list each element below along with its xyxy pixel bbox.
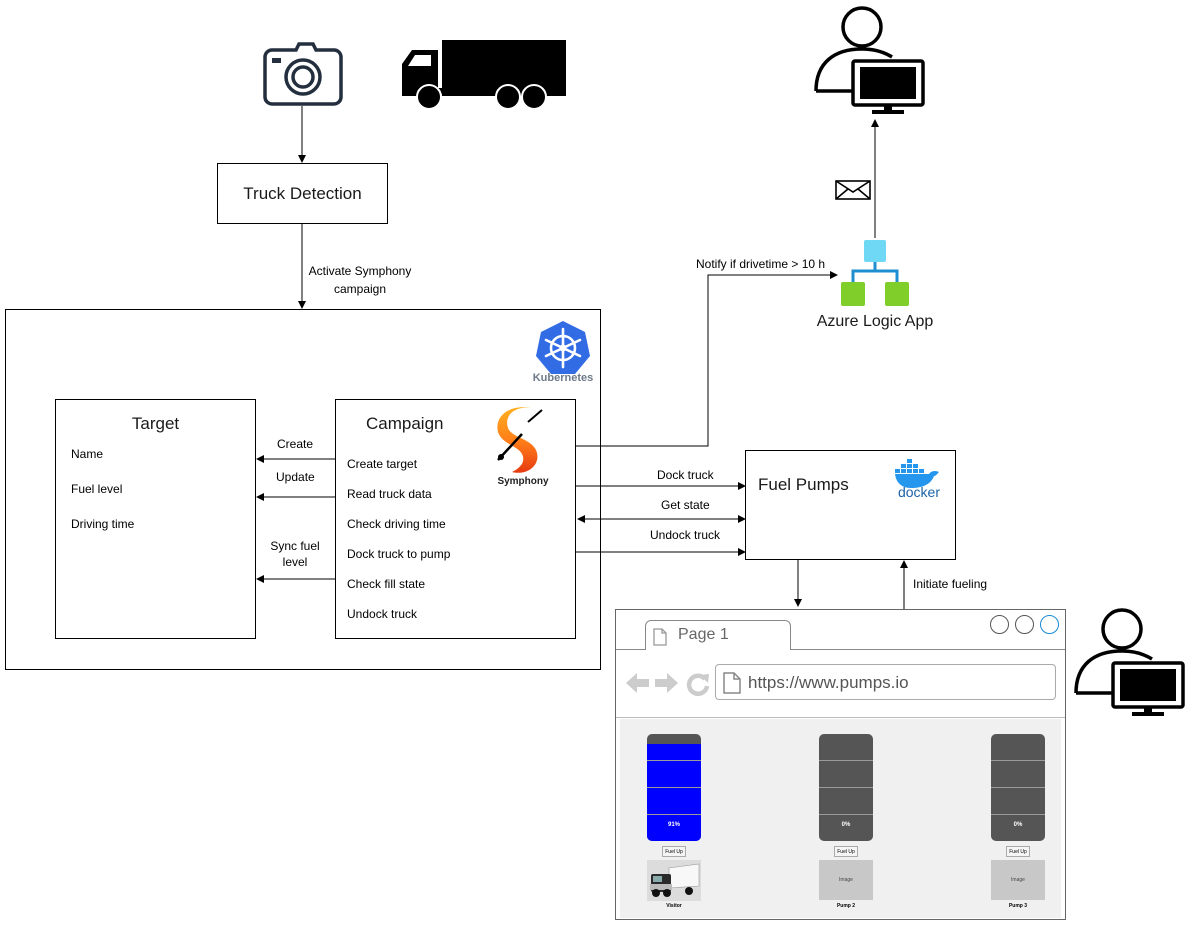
get-state-label: Get state xyxy=(661,498,710,512)
fuel-up-button[interactable]: Fuel Up xyxy=(1006,846,1030,857)
dock-truck-label: Dock truck xyxy=(657,468,714,482)
campaign-step: Check driving time xyxy=(347,517,446,531)
fuel-up-button[interactable]: Fuel Up xyxy=(834,846,858,857)
update-label: Update xyxy=(276,470,315,484)
pump-tank: 91% xyxy=(647,734,701,841)
pump-name: Pump 2 xyxy=(836,903,856,909)
activate-campaign-label: Activate Symphony campaign xyxy=(308,264,412,296)
tab-label: Page 1 xyxy=(678,626,729,643)
kubernetes-label: Kubernetes xyxy=(532,372,594,384)
campaign-box[interactable]: Campaign Create target Read truck data C… xyxy=(335,399,576,639)
url-text: https://www.pumps.io xyxy=(748,673,909,692)
logic-app-label: Azure Logic App xyxy=(816,313,934,330)
docker-icon xyxy=(895,459,939,488)
create-label: Create xyxy=(277,437,314,451)
truck-detection-box[interactable]: Truck Detection xyxy=(217,163,388,224)
pump-tank: 0% xyxy=(819,734,873,841)
kubernetes-icon xyxy=(536,321,590,374)
truck-icon xyxy=(402,40,566,110)
window-button[interactable] xyxy=(1040,615,1059,634)
fuel-up-button[interactable]: Fuel Up xyxy=(662,846,686,857)
campaign-title: Campaign xyxy=(366,414,444,433)
address-bar[interactable]: https://www.pumps.io xyxy=(715,664,1056,700)
target-field-fuel-level: Fuel level xyxy=(71,482,123,496)
campaign-step: Undock truck xyxy=(347,607,418,621)
undock-truck-label: Undock truck xyxy=(650,528,721,542)
tab-page-1[interactable]: Page 1 xyxy=(645,620,791,650)
forward-arrow-icon[interactable] xyxy=(654,672,678,694)
symphony-label: Symphony xyxy=(497,476,549,487)
pump-percent: 91% xyxy=(667,822,680,828)
kubernetes-cluster xyxy=(5,309,601,670)
envelope-icon xyxy=(835,180,871,200)
truck-photo xyxy=(647,860,701,901)
campaign-step: Read truck data xyxy=(347,487,432,501)
reload-icon[interactable] xyxy=(686,672,710,696)
initiate-fueling-label: Initiate fueling xyxy=(913,577,988,591)
pump-name: Visitor xyxy=(666,903,682,909)
browser-window: Page 1 https://www.pumps.io 91% Fuel Up xyxy=(615,609,1066,920)
user-monitor-icon xyxy=(1074,608,1185,716)
window-button[interactable] xyxy=(1015,615,1034,634)
sync-fuel-level-label: Sync fuel level xyxy=(270,539,320,569)
truck-detection-label: Truck Detection xyxy=(243,184,362,203)
window-button[interactable] xyxy=(990,615,1009,634)
pumps-page-content: 91% Fuel Up Visitor 0% Fuel Up Image Pum… xyxy=(620,719,1061,918)
pump-percent: 0% xyxy=(841,822,851,828)
notify-label: Notify if drivetime > 10 h xyxy=(696,257,826,271)
docker-label: docker xyxy=(897,484,941,500)
page-icon xyxy=(723,672,741,694)
logic-app-icon xyxy=(841,240,909,306)
campaign-step: Create target xyxy=(347,457,418,471)
camera-icon xyxy=(263,42,343,106)
campaign-step: Check fill state xyxy=(347,577,426,591)
pump-tank: 0% xyxy=(991,734,1045,841)
target-field-name: Name xyxy=(71,447,104,461)
notify-arrow xyxy=(576,271,838,447)
user-monitor-icon xyxy=(814,6,925,114)
target-title: Target xyxy=(131,414,180,433)
fuel-pumps-label: Fuel Pumps xyxy=(758,475,849,494)
back-arrow-icon[interactable] xyxy=(626,672,650,694)
pump-name: Pump 3 xyxy=(1008,903,1028,909)
pump-percent: 0% xyxy=(1013,822,1023,828)
fuel-pumps-box[interactable]: Fuel Pumps xyxy=(745,450,956,560)
pump-fuel-fill xyxy=(647,743,701,841)
pump-image-placeholder: Image xyxy=(819,860,873,900)
page-icon xyxy=(653,628,667,646)
tab-bar-divider xyxy=(616,649,1065,650)
campaign-step: Dock truck to pump xyxy=(347,547,451,561)
target-box[interactable]: Target Name Fuel level Driving time xyxy=(55,399,256,639)
symphony-icon xyxy=(497,407,543,473)
toolbar-divider xyxy=(616,717,1065,718)
pump-image-placeholder: Image xyxy=(991,860,1045,900)
target-field-driving-time: Driving time xyxy=(71,517,135,531)
